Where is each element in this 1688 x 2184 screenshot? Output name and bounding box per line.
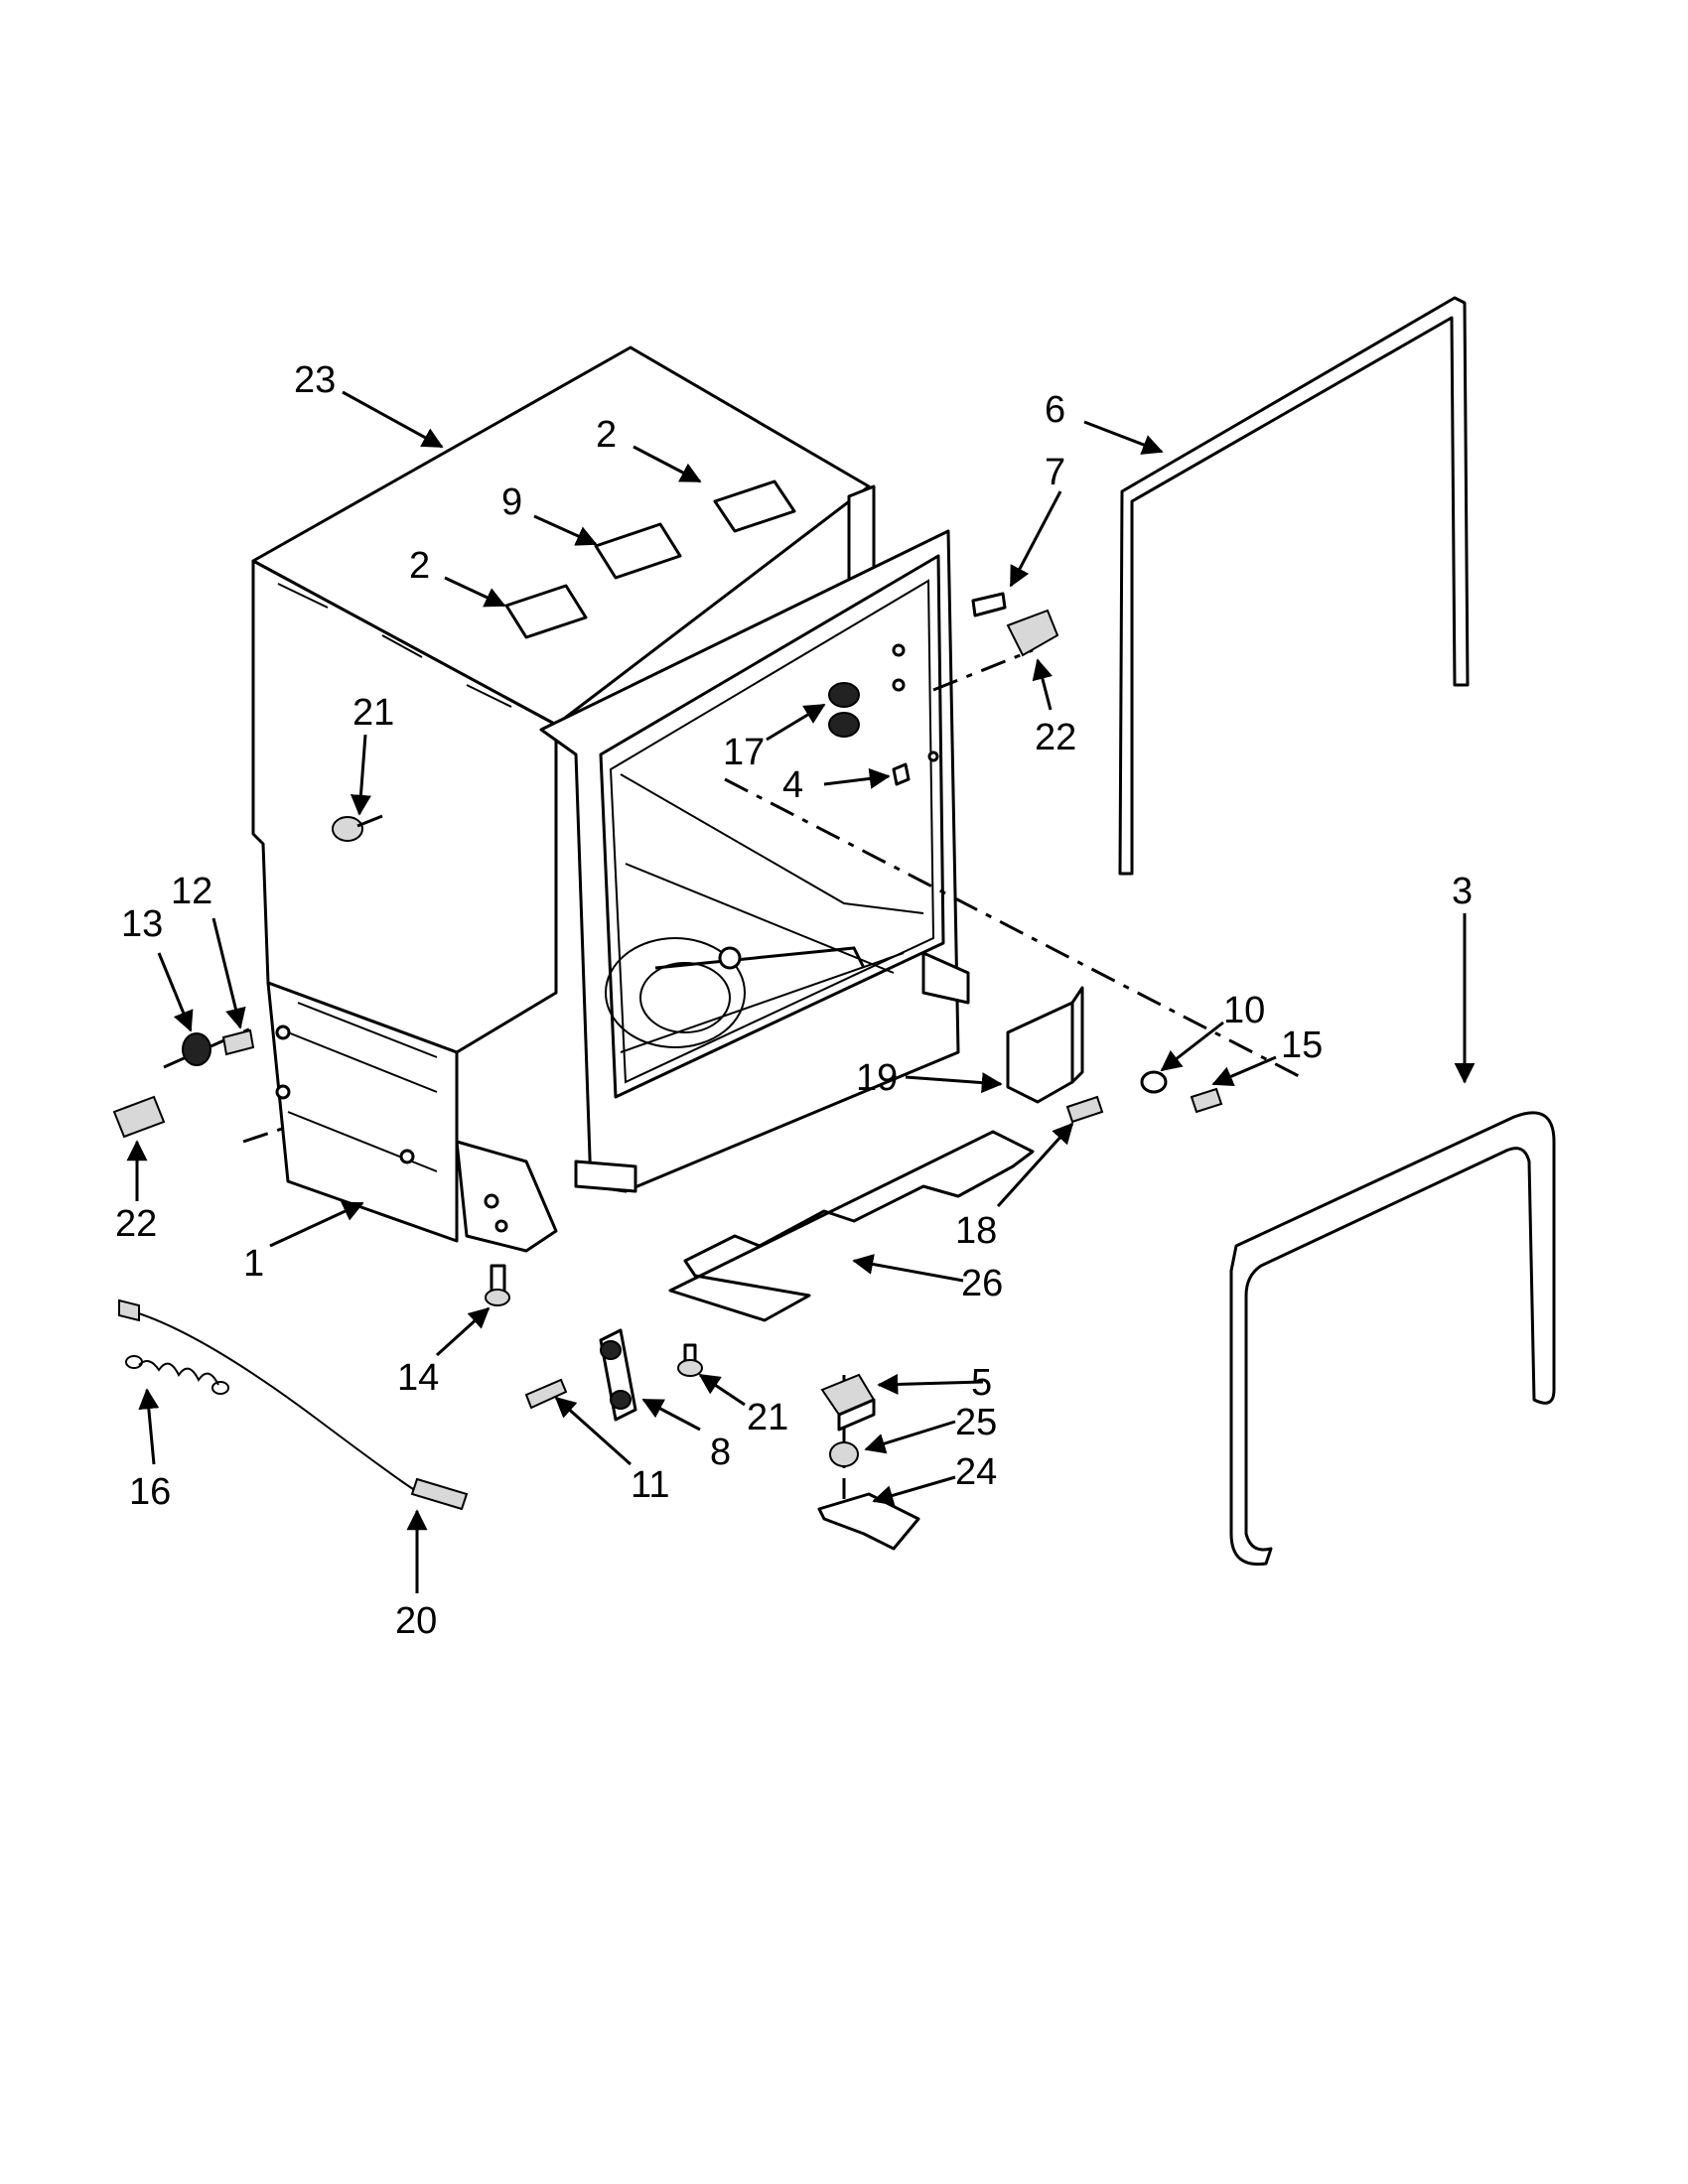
screw-bracket (1065, 1095, 1104, 1124)
leader-arrows (126, 390, 1476, 1593)
callout-12: 12 (171, 871, 212, 912)
bumper-top-right (1006, 609, 1059, 657)
base-panel (668, 1130, 1035, 1322)
callout-25: 25 (955, 1402, 997, 1443)
callout-16: 16 (129, 1471, 171, 1513)
callout-8: 8 (710, 1432, 731, 1473)
callout-24: 24 (955, 1451, 997, 1493)
callout-21-lower: 21 (747, 1397, 788, 1438)
callout-7: 7 (1045, 452, 1065, 493)
callout-26: 26 (961, 1263, 1003, 1304)
callout-9: 9 (501, 481, 522, 523)
alignment-line-right (724, 777, 1302, 1079)
door-cable (128, 1309, 421, 1494)
callout-3: 3 (1452, 871, 1473, 912)
bracket (1006, 1001, 1074, 1104)
alignment-line-left-low (242, 1125, 289, 1144)
bumper-left (112, 1095, 166, 1139)
callout-22-lower: 22 (115, 1203, 157, 1245)
alignment-line-left (163, 1025, 254, 1069)
door-gasket-lower (1229, 1111, 1556, 1567)
leveling-leg-screw (221, 1028, 255, 1056)
callout-labels: 23 2 9 2 21 6 7 22 17 4 3 13 12 22 10 15… (115, 359, 1473, 1642)
callout-4: 4 (782, 764, 803, 806)
knob (829, 1441, 859, 1467)
alignment-line-top (932, 648, 1034, 692)
callout-18: 18 (955, 1210, 997, 1252)
door-spring (138, 1360, 219, 1386)
callout-2-lower: 2 (409, 545, 430, 587)
callout-1: 1 (243, 1243, 264, 1285)
screw-top-right (971, 592, 1007, 617)
callout-22-upper: 22 (1035, 717, 1076, 758)
callout-6: 6 (1045, 389, 1065, 431)
callout-2-upper: 2 (596, 414, 617, 456)
callout-21-upper: 21 (352, 692, 394, 734)
callout-19: 19 (856, 1057, 898, 1099)
hinge-screw (524, 1378, 568, 1410)
washer (1140, 1070, 1168, 1094)
callout-15: 15 (1281, 1024, 1323, 1066)
callout-17: 17 (723, 732, 765, 773)
callout-5: 5 (971, 1362, 992, 1404)
callout-14: 14 (397, 1357, 439, 1399)
door-gasket-upper (1118, 296, 1470, 876)
callout-20: 20 (395, 1600, 437, 1642)
leveling-leg-nut (182, 1032, 211, 1066)
dishwasher-tub (251, 345, 970, 1253)
callout-23: 23 (294, 359, 336, 401)
switch-bracket (817, 1492, 920, 1551)
screw-right (1190, 1087, 1223, 1114)
callout-13: 13 (121, 903, 163, 945)
callout-11: 11 (631, 1464, 669, 1506)
callout-10: 10 (1223, 990, 1265, 1031)
